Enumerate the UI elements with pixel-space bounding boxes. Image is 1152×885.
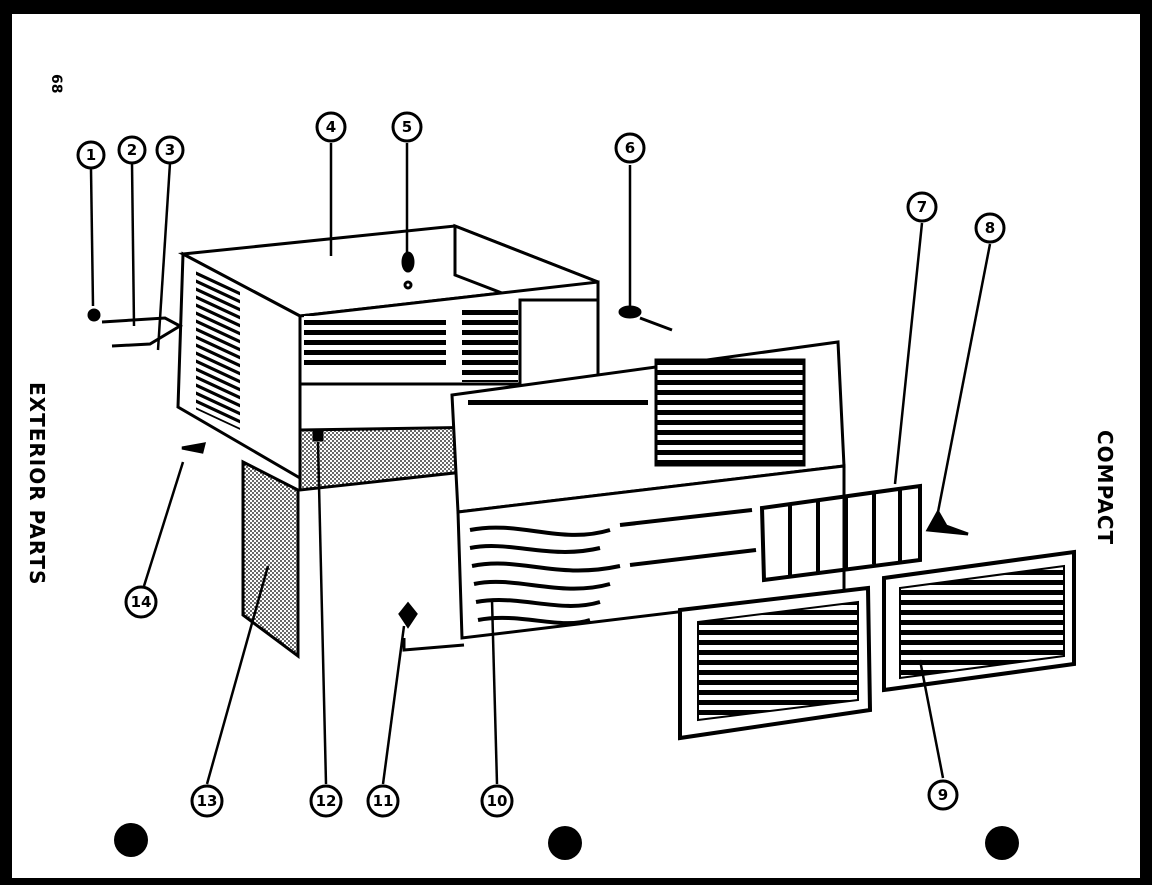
punch-hole-center — [548, 826, 582, 860]
callout-10: 10 — [480, 784, 514, 818]
small-hardware — [87, 251, 969, 652]
page-number: 68 — [48, 74, 64, 93]
punch-hole-right — [985, 826, 1019, 860]
svg-text:10: 10 — [487, 792, 508, 810]
model-label-compact: COMPACT — [1093, 430, 1117, 545]
svg-text:13: 13 — [197, 792, 218, 810]
louver-frame — [759, 483, 922, 583]
callout-5: 5 — [391, 111, 423, 143]
leader-lines — [89, 143, 992, 785]
grille-left — [678, 585, 873, 741]
svg-text:12: 12 — [316, 792, 337, 810]
svg-text:9: 9 — [938, 786, 948, 804]
callout-7: 7 — [906, 191, 938, 223]
svg-text:5: 5 — [402, 118, 412, 136]
cabinet-right-louvers — [462, 306, 518, 382]
svg-text:1: 1 — [86, 146, 96, 164]
callout-4: 4 — [315, 111, 347, 143]
cabinet-side-louvers — [196, 269, 240, 430]
svg-text:8: 8 — [985, 219, 995, 237]
svg-text:7: 7 — [917, 198, 927, 216]
callout-13: 13 — [190, 784, 224, 818]
grille-right — [882, 549, 1076, 693]
svg-text:14: 14 — [131, 593, 152, 611]
svg-text:11: 11 — [373, 792, 394, 810]
punch-hole-left — [114, 823, 148, 857]
side-title-exterior-parts: EXTERIOR PARTS — [25, 382, 49, 585]
callout-6: 6 — [614, 132, 646, 164]
callout-2: 2 — [117, 135, 147, 165]
svg-text:2: 2 — [127, 141, 137, 159]
svg-text:3: 3 — [165, 141, 175, 159]
callout-3: 3 — [155, 135, 185, 165]
callout-1: 1 — [76, 140, 106, 170]
callout-9: 9 — [927, 779, 959, 811]
front-panel-grille-opening — [654, 358, 806, 467]
svg-text:6: 6 — [625, 139, 635, 157]
callout-8: 8 — [974, 212, 1006, 244]
callout-14: 14 — [124, 585, 158, 619]
cabinet-back-louvers — [304, 316, 446, 366]
callout-11: 11 — [366, 784, 400, 818]
callout-12: 12 — [309, 784, 343, 818]
woodgrain-panel — [469, 508, 757, 626]
svg-text:4: 4 — [326, 118, 336, 136]
